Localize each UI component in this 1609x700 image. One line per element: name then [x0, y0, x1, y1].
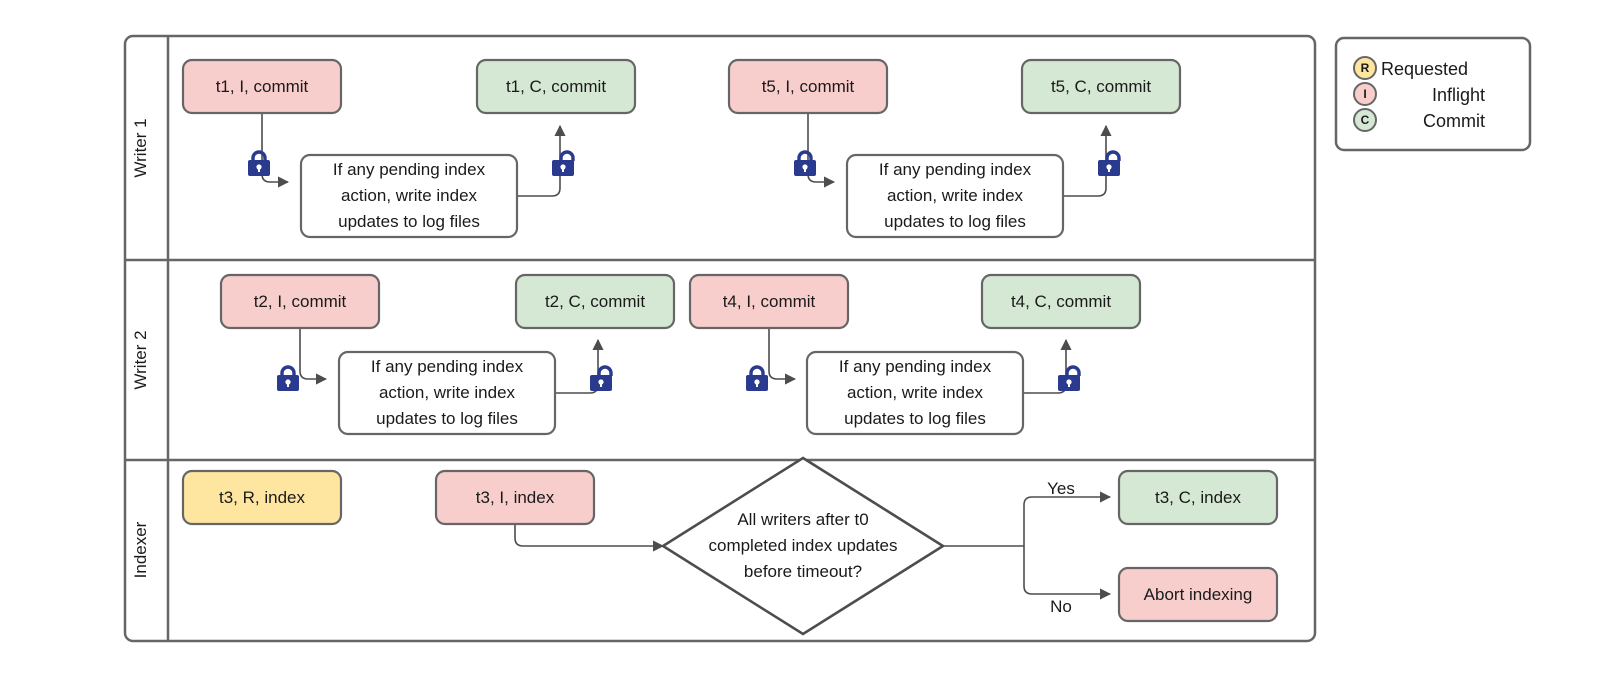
lock-closed-icon — [248, 150, 270, 176]
node-w1-t1-commit[interactable]: t1, C, commit — [475, 58, 637, 115]
lock-open-icon — [1058, 365, 1081, 391]
legend-item-requested: R Requested — [1353, 56, 1468, 80]
lock-open-icon — [552, 150, 575, 176]
node-label: t4, C, commit — [1011, 292, 1111, 311]
node-label: t3, I, index — [476, 488, 555, 507]
note-w1-left[interactable]: If any pending index action, write index… — [299, 153, 519, 239]
note-w1-right[interactable]: If any pending index action, write index… — [845, 153, 1065, 239]
node-label: t1, C, commit — [506, 77, 606, 96]
note-line-3: updates to log files — [376, 409, 518, 428]
edges-indexer — [514, 491, 1112, 600]
decision-line-3: before timeout? — [744, 562, 862, 581]
legend-badge-c: C — [1361, 113, 1370, 127]
edge-label-yes: Yes — [1047, 479, 1075, 498]
node-ix-abort[interactable]: Abort indexing — [1117, 566, 1279, 623]
legend-label-commit: Commit — [1423, 111, 1485, 131]
legend-badge-r: R — [1361, 61, 1370, 75]
node-label: t2, I, commit — [254, 292, 347, 311]
note-line-1: If any pending index — [879, 160, 1032, 179]
lock-closed-icon — [746, 365, 768, 391]
node-w1-t5-inflight[interactable]: t5, I, commit — [727, 58, 889, 115]
lane-header-writer2: Writer 2 — [131, 330, 150, 389]
lock-closed-icon — [794, 150, 816, 176]
node-label: t3, C, index — [1155, 488, 1241, 507]
note-line-2: action, write index — [887, 186, 1024, 205]
note-w2-left[interactable]: If any pending index action, write index… — [337, 350, 557, 436]
lane-header-indexer: Indexer — [131, 521, 150, 578]
node-w2-t4-inflight[interactable]: t4, I, commit — [688, 273, 850, 330]
legend-item-inflight: I Inflight — [1353, 82, 1485, 106]
note-line-3: updates to log files — [884, 212, 1026, 231]
note-line-1: If any pending index — [839, 357, 992, 376]
node-label: Abort indexing — [1144, 585, 1253, 604]
note-line-2: action, write index — [341, 186, 478, 205]
decision-diamond[interactable]: All writers after t0 completed index upd… — [660, 456, 946, 636]
legend-badge-i: I — [1363, 87, 1366, 101]
note-line-1: If any pending index — [333, 160, 486, 179]
lock-closed-icon — [277, 365, 299, 391]
node-ix-t3-inflight[interactable]: t3, I, index — [434, 469, 596, 526]
note-line-2: action, write index — [379, 383, 516, 402]
node-w2-t2-inflight[interactable]: t2, I, commit — [219, 273, 381, 330]
legend: R Requested I Inflight C Commit — [1334, 36, 1532, 152]
node-label: t3, R, index — [219, 488, 305, 507]
legend-label-requested: Requested — [1381, 59, 1468, 79]
node-label: t4, I, commit — [723, 292, 816, 311]
note-line-2: action, write index — [847, 383, 984, 402]
lane-label-indexer: Indexer — [131, 521, 150, 578]
decision-line-2: completed index updates — [708, 536, 897, 555]
node-label: t1, I, commit — [216, 77, 309, 96]
edge-label-no: No — [1050, 597, 1072, 616]
legend-item-commit: C Commit — [1353, 108, 1485, 132]
lane-header-writer1: Writer 1 — [131, 118, 150, 177]
lock-open-icon — [1098, 150, 1121, 176]
node-w1-t5-commit[interactable]: t5, C, commit — [1020, 58, 1182, 115]
node-ix-t3-requested[interactable]: t3, R, index — [181, 469, 343, 526]
node-w2-t2-commit[interactable]: t2, C, commit — [514, 273, 676, 330]
node-ix-t3-commit[interactable]: t3, C, index — [1117, 469, 1279, 526]
lock-open-icon — [590, 365, 613, 391]
note-w2-right[interactable]: If any pending index action, write index… — [805, 350, 1025, 436]
note-line-1: If any pending index — [371, 357, 524, 376]
lane-label-writer1: Writer 1 — [131, 118, 150, 177]
node-label: t2, C, commit — [545, 292, 645, 311]
node-label: t5, C, commit — [1051, 77, 1151, 96]
node-w2-t4-commit[interactable]: t4, C, commit — [980, 273, 1142, 330]
node-label: t5, I, commit — [762, 77, 855, 96]
lane-label-writer2: Writer 2 — [131, 330, 150, 389]
note-line-3: updates to log files — [338, 212, 480, 231]
note-line-3: updates to log files — [844, 409, 986, 428]
node-w1-t1-inflight[interactable]: t1, I, commit — [181, 58, 343, 115]
legend-label-inflight: Inflight — [1432, 85, 1485, 105]
decision-line-1: All writers after t0 — [737, 510, 868, 529]
